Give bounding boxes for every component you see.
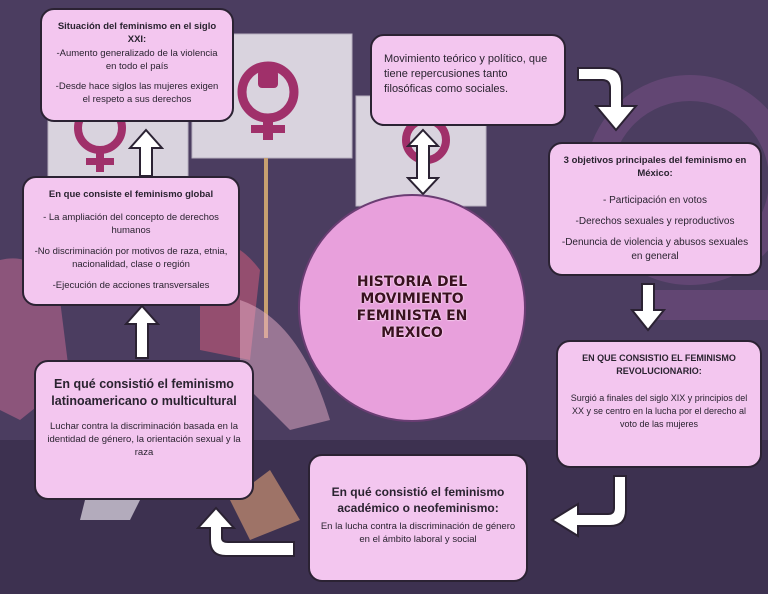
revolucionario-text: Surgió a finales del siglo XIX y princip… bbox=[570, 393, 748, 429]
center-title: HISTORIA DEL MOVIMIENTO FEMINISTA EN MEX… bbox=[356, 274, 468, 341]
objetivos-item-2: -Derechos sexuales y reproductivos bbox=[575, 216, 735, 227]
siglo-xxi-line-2: -Desde hace siglos las mujeres exigen el… bbox=[55, 81, 219, 105]
global-item-1: - La ampliación del concepto de derechos… bbox=[43, 212, 219, 236]
arrow-curved-to-latinoamericano bbox=[196, 506, 295, 557]
global-item-2: -No discriminación por motivos de raza, … bbox=[34, 246, 228, 270]
global-title: En que consiste el feminismo global bbox=[48, 189, 214, 200]
objetivos-item-3: -Denuncia de violencia y abusos sexuales… bbox=[561, 237, 749, 262]
arrow-up-latino-to-global bbox=[124, 304, 160, 359]
siglo-xxi-line-1: -Aumento generalizado de la violencia en… bbox=[56, 48, 218, 72]
box-latinoamericano: En qué consistió el feminismo latinoamer… bbox=[34, 360, 254, 500]
arrow-curved-to-academico bbox=[550, 475, 627, 538]
arrow-curved-to-objetivos bbox=[577, 67, 639, 132]
latinoamericano-text: Luchar contra la discriminación basada e… bbox=[47, 421, 241, 458]
arrow-down-to-revolucionario bbox=[630, 283, 666, 332]
box-global: En que consiste el feminismo global - La… bbox=[22, 176, 240, 306]
box-siglo-xxi: Situación del feminismo en el siglo XXI:… bbox=[40, 8, 234, 122]
box-movimiento-teorico: Movimiento teórico y político, que tiene… bbox=[370, 34, 566, 126]
objetivos-title: 3 objetivos principales del feminismo en… bbox=[563, 155, 747, 179]
movimiento-text: Movimiento teórico y político, que tiene… bbox=[384, 53, 548, 95]
siglo-xxi-title: Situación del feminismo en el siglo XXI: bbox=[57, 21, 217, 45]
box-revolucionario: EN QUE CONSISTIO EL FEMINISMO REVOLUCION… bbox=[556, 340, 762, 468]
center-circle: HISTORIA DEL MOVIMIENTO FEMINISTA EN MEX… bbox=[298, 194, 526, 422]
revolucionario-title: EN QUE CONSISTIO EL FEMINISMO REVOLUCION… bbox=[582, 353, 736, 376]
academico-title: En qué consistió el feminismo académico … bbox=[331, 485, 505, 515]
academico-text: En la lucha contra la discriminación de … bbox=[320, 521, 516, 545]
global-item-3: -Ejecución de acciones transversales bbox=[52, 280, 210, 291]
arrow-double-vertical bbox=[406, 128, 440, 196]
arrow-up-global-to-siglo bbox=[128, 128, 164, 177]
box-objetivos: 3 objetivos principales del feminismo en… bbox=[548, 142, 762, 276]
box-academico: En qué consistió el feminismo académico … bbox=[308, 454, 528, 582]
objetivos-item-1: - Participación en votos bbox=[603, 195, 707, 206]
latinoamericano-title: En qué consistió el feminismo latinoamer… bbox=[51, 377, 237, 408]
